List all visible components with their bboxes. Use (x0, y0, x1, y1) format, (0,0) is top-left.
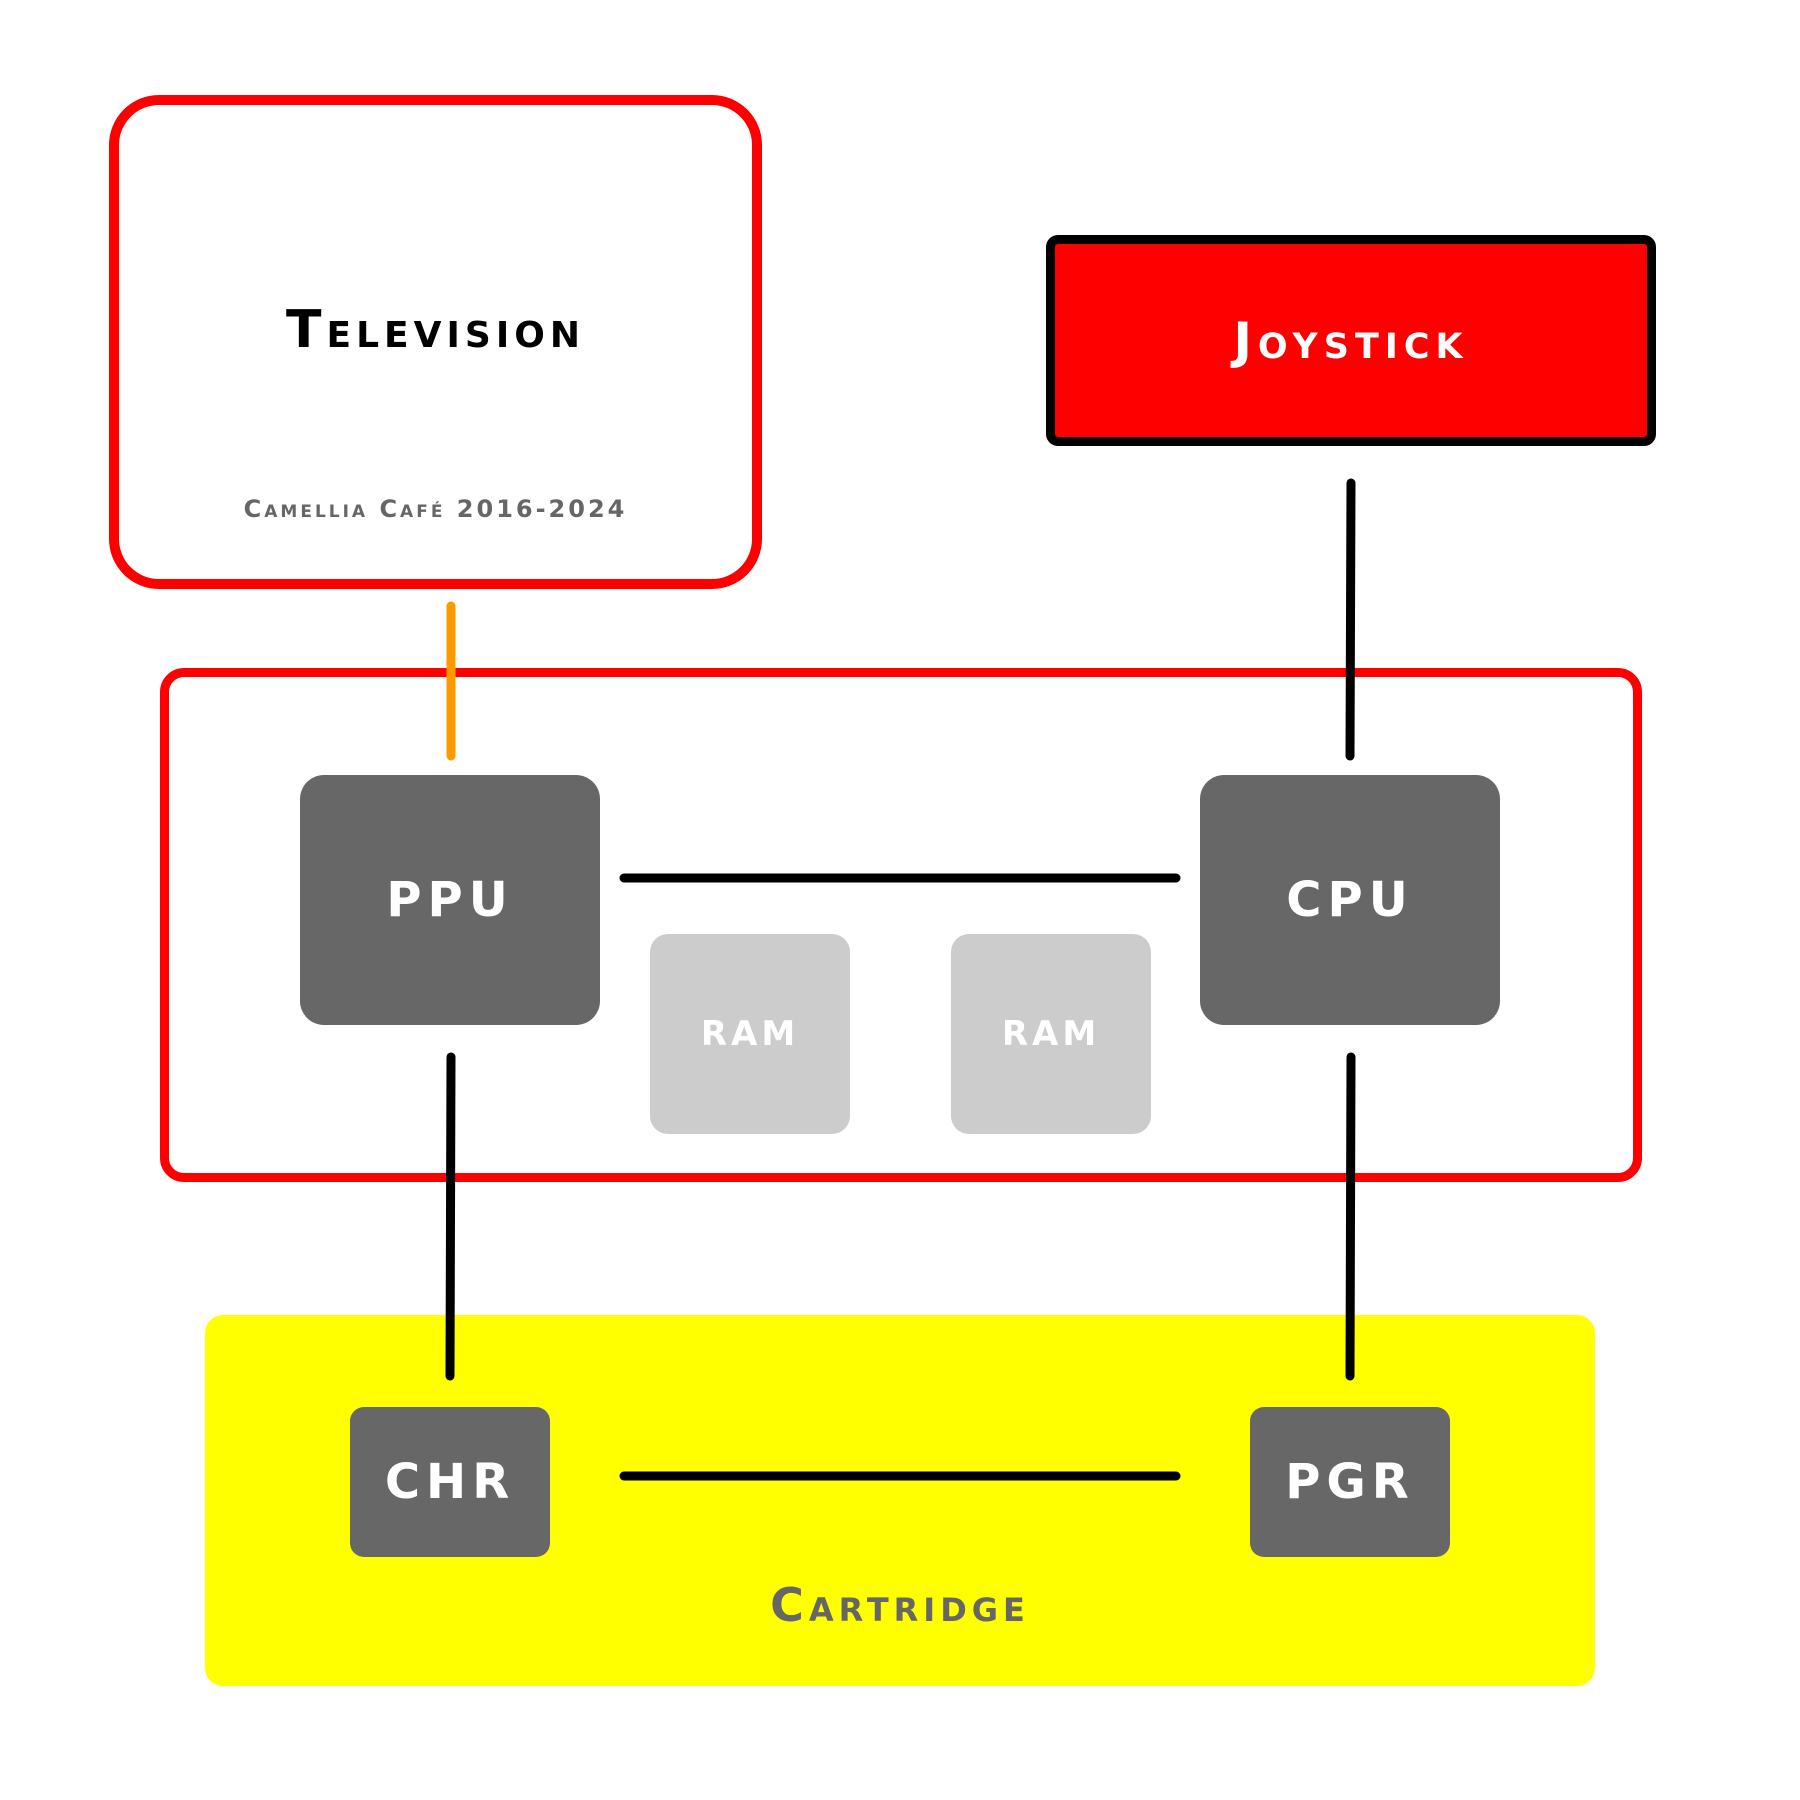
chr-chip: CHR (350, 1407, 550, 1557)
console-box (160, 668, 1642, 1182)
ppu-label: PPU (386, 872, 514, 928)
joystick-box: Joystick (1046, 235, 1656, 446)
ram-label: RAM (700, 1014, 800, 1054)
ppu-chip: PPU (300, 775, 600, 1025)
television-title: Television (286, 300, 585, 360)
joystick-title: Joystick (1233, 311, 1469, 370)
cartridge-title: Cartridge (770, 1578, 1030, 1632)
chr-label: CHR (384, 1454, 516, 1510)
joystick-cpu-wire (1345, 478, 1356, 761)
pgr-label: PGR (1285, 1454, 1415, 1510)
ppu-chr-wire (445, 1052, 456, 1381)
ram-label: RAM (1001, 1014, 1101, 1054)
ram-chip: RAM (650, 934, 850, 1134)
cpu-label: CPU (1286, 872, 1414, 928)
cpu-chip: CPU (1200, 775, 1500, 1025)
cpu-pgr-wire (1345, 1052, 1356, 1381)
television-subtitle: Camellia Café 2016-2024 (243, 495, 628, 523)
pgr-chip: PGR (1250, 1407, 1450, 1557)
television-box (109, 95, 762, 589)
ram-chip: RAM (951, 934, 1151, 1134)
